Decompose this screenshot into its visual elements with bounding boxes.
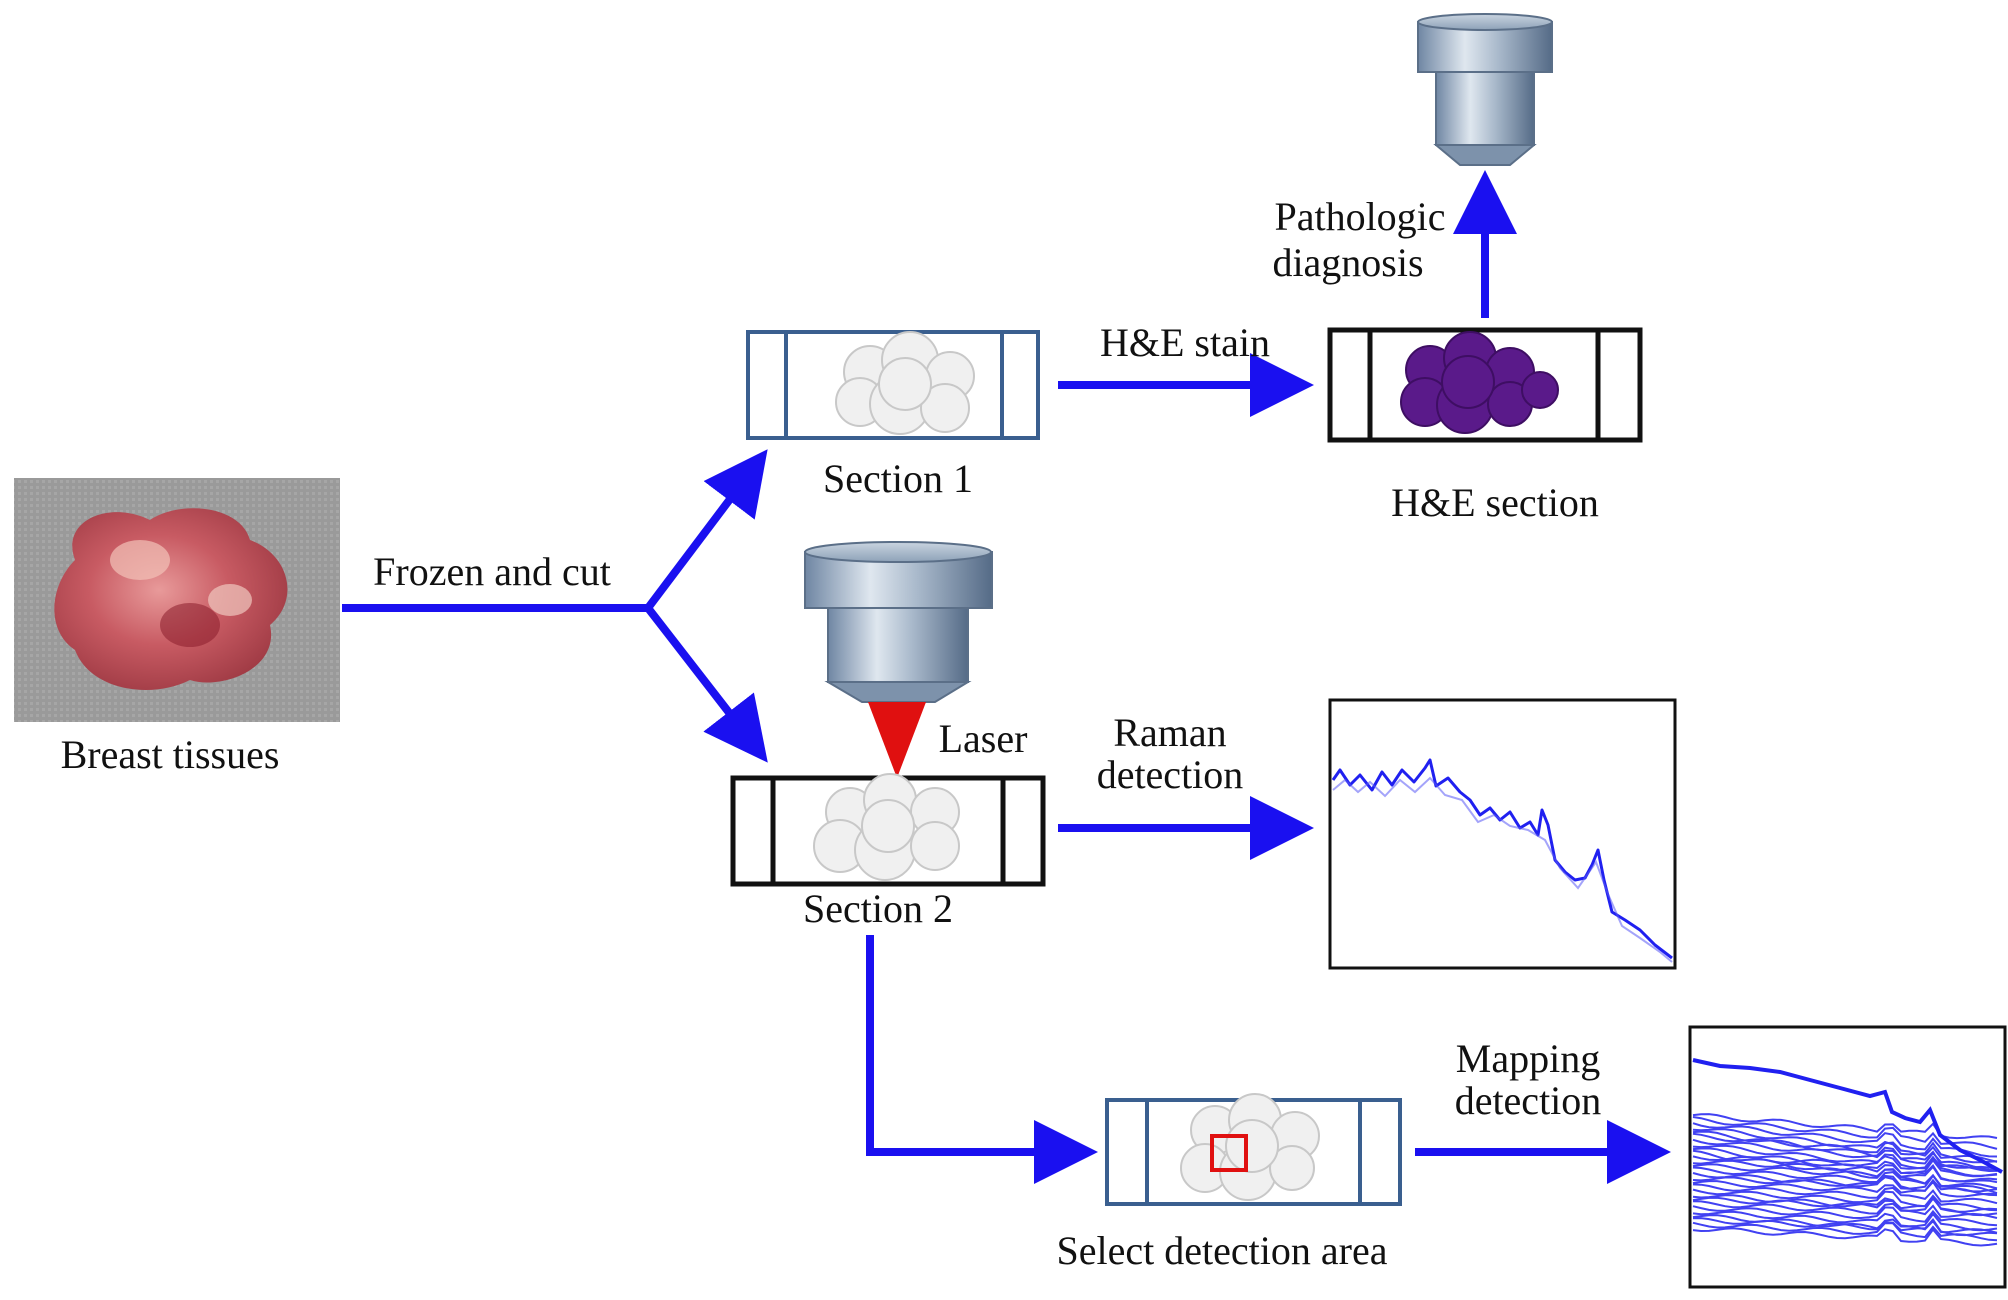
section2-slide bbox=[730, 773, 1046, 887]
microscope-objective-icon bbox=[1417, 13, 1553, 166]
raman-objective-icon bbox=[804, 541, 993, 703]
mapping-spectrum-line bbox=[1692, 1138, 1998, 1171]
mapping-spectrum-line bbox=[1692, 1153, 1998, 1173]
arrow-to-section2 bbox=[644, 605, 768, 763]
tissue-sample-icon bbox=[813, 773, 960, 881]
mapping-spectrum-line bbox=[1692, 1113, 1998, 1140]
mapping-spectrum-line bbox=[1692, 1128, 1998, 1164]
label-breast-tissues: Breast tissues bbox=[61, 732, 280, 777]
select-area-slide bbox=[1105, 1093, 1402, 1206]
label-select-area: Select detection area bbox=[1057, 1228, 1388, 1273]
mapping-spectrum-line bbox=[1692, 1174, 1998, 1193]
he-section-slide bbox=[1327, 327, 1643, 443]
mapping-spectrum-line bbox=[1692, 1132, 1998, 1163]
mapping-spectra-plot bbox=[1688, 1025, 2007, 1289]
breast-tissue-photo bbox=[14, 478, 340, 722]
mapping-spectrum-line bbox=[1692, 1210, 1998, 1232]
label-mapping-line2: detection bbox=[1455, 1078, 1602, 1123]
label-he-stain: H&E stain bbox=[1100, 320, 1270, 365]
mapping-spectrum-line bbox=[1692, 1188, 1998, 1212]
label-pathologic-line2: diagnosis bbox=[1272, 240, 1423, 285]
raman-spectrum-plot bbox=[1328, 698, 1677, 970]
label-section1: Section 1 bbox=[823, 456, 973, 501]
label-he-section: H&E section bbox=[1391, 480, 1599, 525]
detection-area-box bbox=[1210, 1134, 1248, 1172]
mapping-spectrum-line bbox=[1692, 1163, 1998, 1183]
mapping-top-spectrum bbox=[1692, 1058, 2003, 1174]
laser-beam bbox=[868, 702, 926, 778]
mapping-spectrum-line bbox=[1692, 1200, 1998, 1219]
mapping-spectrum-line bbox=[1692, 1144, 1998, 1177]
mapping-spectrum-line bbox=[1692, 1205, 1998, 1227]
label-section2: Section 2 bbox=[803, 886, 953, 931]
mapping-spectrum-line bbox=[1692, 1195, 1998, 1213]
label-raman-line1: Raman bbox=[1113, 710, 1226, 755]
label-frozen-and-cut: Frozen and cut bbox=[373, 549, 611, 594]
label-mapping-line1: Mapping bbox=[1456, 1036, 1600, 1081]
mapping-spectrum-line bbox=[1692, 1158, 1998, 1178]
label-pathologic-line1: Pathologic bbox=[1274, 194, 1445, 239]
mapping-spectrum-line bbox=[1692, 1221, 1998, 1242]
tissue-sample-icon bbox=[835, 331, 975, 435]
label-raman-line2: detection bbox=[1097, 752, 1244, 797]
stained-tissue-icon bbox=[1400, 331, 1559, 434]
mapping-spectrum-line bbox=[1692, 1180, 1998, 1198]
mapping-spectrum-line bbox=[1692, 1217, 1998, 1234]
arrow-to-section1 bbox=[644, 449, 768, 611]
tissue-sample-icon bbox=[1180, 1093, 1320, 1201]
flow-arrows bbox=[342, 170, 1671, 1184]
label-laser: Laser bbox=[939, 716, 1028, 761]
raman-spectrum-line bbox=[1331, 758, 1673, 960]
arrow-to-select-area bbox=[866, 935, 1098, 1184]
mapping-spectrum-line bbox=[1692, 1116, 1998, 1150]
mapping-spectrum-line bbox=[1692, 1122, 1998, 1158]
mapping-spectrum-line bbox=[1692, 1183, 1998, 1205]
mapping-spectrum-line bbox=[1692, 1227, 1998, 1247]
section1-slide bbox=[746, 330, 1040, 440]
